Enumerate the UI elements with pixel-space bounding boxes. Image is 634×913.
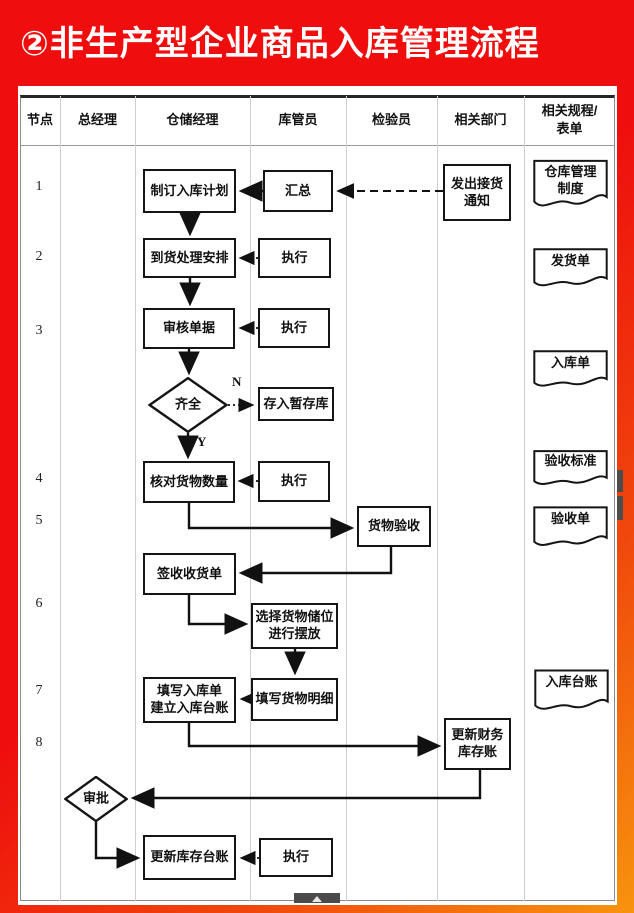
doc-delivery-note-label: 发货单: [550, 253, 590, 268]
diamond-shape: [148, 377, 228, 433]
node-number-1: 1: [35, 179, 43, 194]
lane-divider: [250, 96, 251, 901]
lane-header-row: 节点 总经理 仓储经理 库管员 检验员 相关部门 相关规程/ 表单: [20, 95, 615, 146]
box-temp-storage: 存入暂存库: [258, 387, 334, 421]
lane-divider: [60, 96, 61, 901]
lane-divider: [135, 96, 136, 901]
branch-label-yes: Y: [197, 434, 207, 449]
box-execute-ledger: 执行: [259, 838, 333, 877]
lane-divider: [437, 96, 438, 901]
box-execute-verify: 执行: [258, 461, 330, 502]
doc-delivery-note: 发货单: [532, 247, 609, 293]
document-shape: [532, 349, 609, 393]
box-execute-review: 执行: [258, 308, 330, 348]
box-sign-receipt-note: 签收收货单: [143, 553, 236, 595]
lane-header-related-dept: 相关部门: [454, 112, 507, 128]
box-review-documents: 审核单据: [143, 308, 235, 349]
node-number-7: 7: [35, 683, 43, 698]
decision-approval: 审批: [64, 776, 128, 822]
lane-header-docs: 相关规程/ 表单: [541, 103, 598, 136]
box-goods-inspection: 货物验收: [357, 506, 431, 547]
node-number-4: 4: [35, 471, 43, 486]
box-send-receipt-notice: 发出接货 通知: [443, 164, 511, 221]
box-select-storage-location: 选择货物储位 进行摆放: [251, 603, 338, 649]
branch-label-no: N: [232, 374, 242, 389]
doc-warehouse-rules-label: 仓库管理 制度: [544, 164, 597, 196]
box-arrival-handling: 到货处理安排: [143, 238, 236, 278]
doc-acceptance-standard-label: 验收标准: [544, 453, 597, 468]
doc-inbound-form: 入库单: [532, 349, 609, 393]
document-shape: [532, 247, 609, 293]
node-number-8: 8: [35, 735, 43, 750]
box-update-finance-inventory: 更新财务 库存账: [444, 718, 511, 770]
decision-complete: 齐全: [148, 377, 228, 433]
lane-header-warehouse-manager: 仓储经理: [166, 112, 219, 128]
diamond-shape: [64, 776, 128, 822]
node-number-5: 5: [35, 513, 43, 528]
box-execute-arrival: 执行: [258, 238, 331, 278]
doc-inbound-ledger-label: 入库台账: [545, 674, 598, 689]
lane-header-storekeeper: 库管员: [278, 112, 318, 128]
scrollbar-thumb[interactable]: [617, 496, 623, 520]
lane-divider: [524, 96, 525, 901]
scrollbar-thumb[interactable]: [617, 470, 623, 492]
doc-inbound-form-label: 入库单: [550, 355, 590, 370]
page-title: ②非生产型企业商品入库管理流程: [20, 25, 540, 63]
lane-header-inspector: 检验员: [371, 112, 411, 128]
doc-warehouse-rules: 仓库管理 制度: [532, 158, 609, 215]
document-shape: [533, 668, 610, 717]
doc-acceptance-note: 验收单: [532, 505, 609, 553]
node-number-2: 2: [35, 249, 43, 264]
box-summarize: 汇总: [263, 170, 333, 212]
box-fill-goods-detail: 填写货物明细: [251, 678, 338, 721]
document-shape: [532, 158, 609, 215]
chevron-up-icon: [312, 896, 322, 902]
lane-header-node: 节点: [26, 112, 53, 128]
lane-header-gm: 总经理: [77, 112, 117, 128]
node-number-6: 6: [35, 596, 43, 611]
box-draft-inbound-plan: 制订入库计划: [143, 169, 236, 213]
doc-acceptance-standard: 验收标准: [532, 449, 609, 491]
doc-inbound-ledger: 入库台账: [533, 668, 610, 717]
box-verify-quantity: 核对货物数量: [143, 461, 235, 503]
doc-acceptance-note-label: 验收单: [550, 511, 590, 526]
decision-approval-label: 审批: [82, 790, 109, 806]
box-fill-inbound-form: 填写入库单 建立入库台账: [143, 677, 236, 723]
document-shape: [532, 505, 609, 553]
drawer-handle[interactable]: [294, 893, 340, 903]
box-update-inventory-ledger: 更新库存台账: [143, 835, 236, 880]
decision-complete-label: 齐全: [174, 396, 201, 412]
document-shape: [532, 449, 609, 491]
node-number-3: 3: [35, 323, 43, 338]
lane-divider: [346, 96, 347, 901]
